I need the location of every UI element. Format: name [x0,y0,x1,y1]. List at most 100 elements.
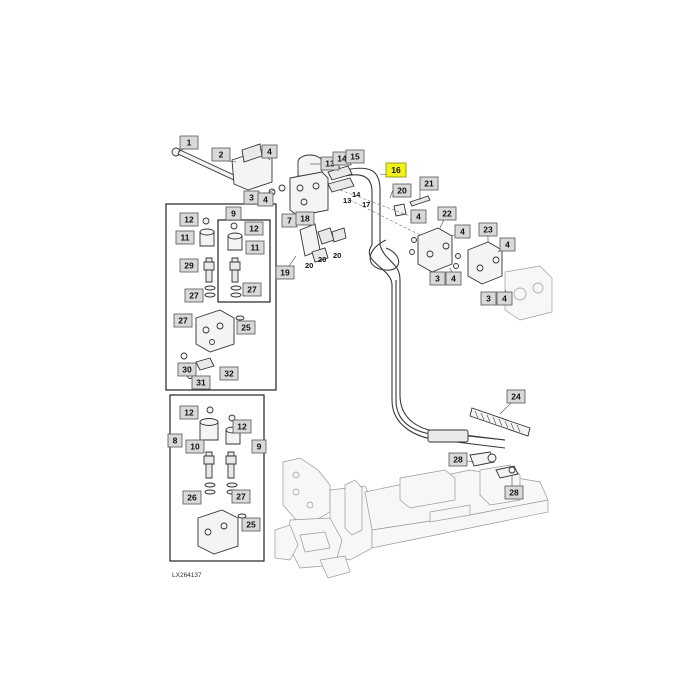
callout-15[interactable]: 15 [345,149,365,164]
callout-4[interactable]: 4 [454,224,471,239]
svg-text:12: 12 [249,224,259,234]
svg-text:30: 30 [182,365,192,375]
label-13: 13 [343,196,351,205]
callout-20[interactable]: 20 [392,183,412,198]
svg-text:12: 12 [184,408,194,418]
callout-27[interactable]: 27 [242,282,262,297]
svg-text:23: 23 [483,225,493,235]
svg-text:8: 8 [173,436,178,446]
svg-text:13: 13 [325,159,335,169]
svg-text:24: 24 [511,392,521,402]
callout-19[interactable]: 19 [275,265,295,280]
callout-31[interactable]: 31 [191,375,211,390]
label-20: 20 [318,255,326,264]
svg-text:11: 11 [251,243,260,253]
callout-16[interactable]: 16 [385,162,407,178]
svg-text:3: 3 [249,193,254,203]
svg-text:28: 28 [453,455,463,465]
callout-28[interactable]: 28 [448,452,468,467]
svg-text:20: 20 [397,186,407,196]
callout-26[interactable]: 26 [182,490,202,505]
callout-layer: 1 2 4 13 14 15 16 20 21 3 4 7 18 4 22 4 … [167,135,526,532]
detail-box-upper-inset [217,219,271,303]
loose-number-layer: 14 13 17 20 20 20 [305,190,370,270]
svg-text:27: 27 [178,316,188,326]
svg-text:2: 2 [219,150,224,160]
callout-3[interactable]: 3 [243,190,260,205]
callout-12[interactable]: 12 [179,212,199,227]
svg-text:3: 3 [486,294,491,304]
svg-text:22: 22 [442,209,452,219]
svg-text:7: 7 [287,216,292,226]
drawing-id: LX264137 [172,572,202,579]
svg-text:28: 28 [509,488,519,498]
callout-9[interactable]: 9 [251,439,267,454]
callout-27[interactable]: 27 [231,489,251,504]
svg-text:27: 27 [247,285,257,295]
callout-27[interactable]: 27 [184,288,204,303]
callout-4[interactable]: 4 [499,237,516,252]
svg-text:27: 27 [189,291,199,301]
svg-text:4: 4 [451,274,456,284]
callout-12[interactable]: 12 [232,419,252,434]
label-20: 20 [305,261,313,270]
callout-25[interactable]: 25 [236,320,256,335]
svg-text:32: 32 [224,369,234,379]
callout-2[interactable]: 2 [211,147,231,162]
label-14: 14 [352,190,361,199]
callout-4[interactable]: 4 [496,291,513,306]
svg-text:21: 21 [424,179,434,189]
callout-8[interactable]: 8 [167,433,183,448]
tractor-frame-illustration [274,457,549,579]
svg-text:4: 4 [416,212,421,222]
callout-1[interactable]: 1 [179,135,199,150]
callout-21[interactable]: 21 [419,176,439,191]
svg-text:19: 19 [280,268,290,278]
callout-23[interactable]: 23 [478,222,498,237]
svg-text:18: 18 [300,214,310,224]
callout-12[interactable]: 12 [244,221,264,236]
callout-3[interactable]: 3 [480,291,497,306]
callout-29[interactable]: 29 [179,258,199,273]
label-17: 17 [362,200,370,209]
svg-text:14: 14 [337,154,347,164]
callout-24[interactable]: 24 [506,389,526,404]
svg-text:4: 4 [263,195,268,205]
spring-illustration [469,407,531,437]
callout-30[interactable]: 30 [177,362,197,377]
callout-11[interactable]: 11 [175,230,195,245]
svg-text:1: 1 [187,138,192,148]
callout-32[interactable]: 32 [219,366,239,381]
detail-box-lower [169,394,265,562]
detail-box-lower-parts [197,406,247,555]
callout-22[interactable]: 22 [437,206,457,221]
detail-box-upper-parts [180,217,245,379]
callout-18[interactable]: 18 [295,211,315,226]
hydraulic-hoses [344,167,506,449]
callout-10[interactable]: 10 [185,439,205,454]
svg-text:4: 4 [505,240,510,250]
svg-text:26: 26 [187,493,197,503]
callout-28[interactable]: 28 [504,485,524,500]
callout-4[interactable]: 4 [261,144,278,159]
callout-4[interactable]: 4 [257,192,274,207]
svg-text:4: 4 [502,294,507,304]
svg-text:9: 9 [231,209,236,219]
svg-text:16: 16 [391,165,401,175]
callout-27[interactable]: 27 [173,313,193,328]
callout-4[interactable]: 4 [410,209,427,224]
pipe-fittings [469,451,519,479]
svg-text:9: 9 [257,442,262,452]
callout-11[interactable]: 11 [245,240,265,255]
callout-9[interactable]: 9 [225,206,242,221]
detail-box-upper [165,203,277,391]
callout-12[interactable]: 12 [179,405,199,420]
callout-25[interactable]: 25 [241,517,261,532]
callout-3[interactable]: 3 [429,271,446,286]
callout-4[interactable]: 4 [445,271,462,286]
svg-text:4: 4 [460,227,465,237]
svg-text:4: 4 [267,147,272,157]
callout-7[interactable]: 7 [281,213,298,228]
svg-text:10: 10 [190,442,200,452]
